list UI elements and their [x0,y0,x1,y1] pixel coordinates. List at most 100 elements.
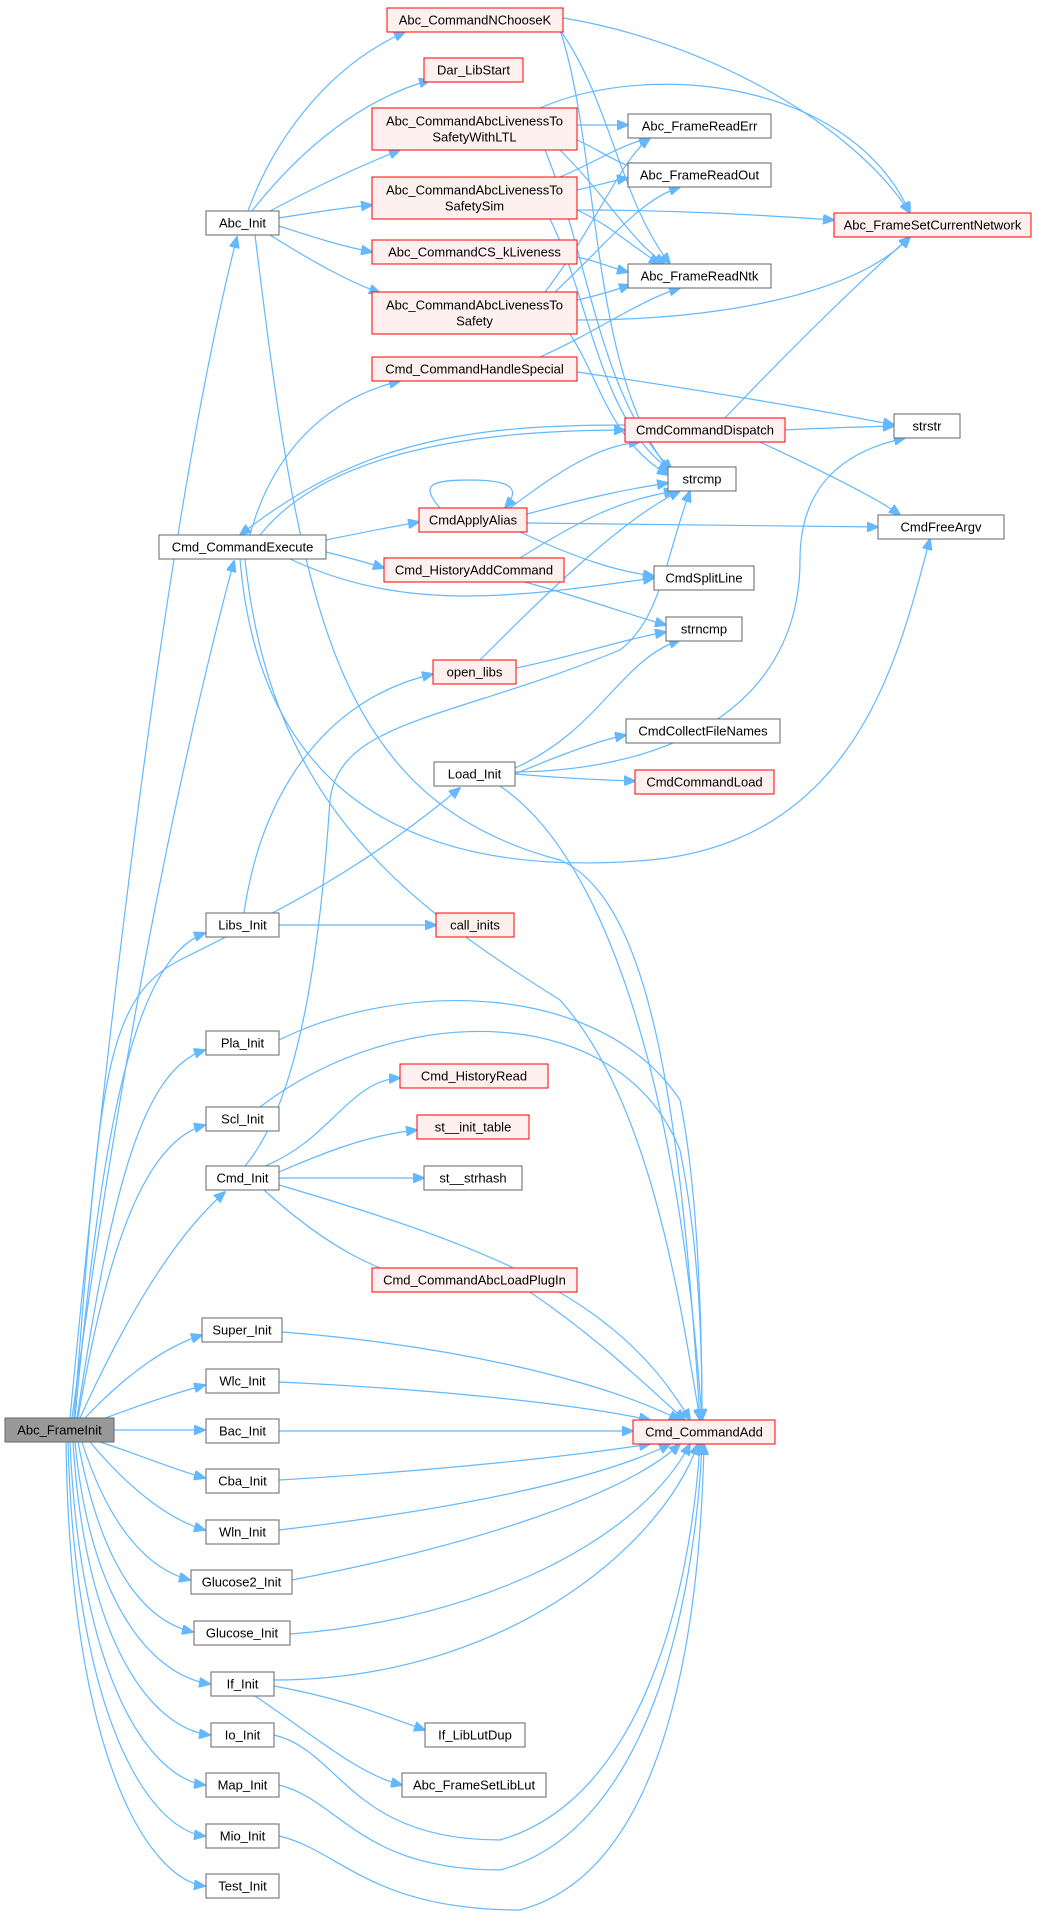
node-abc-init[interactable]: Abc_Init [205,210,280,236]
node-cmd-commandhandlespecial[interactable]: Cmd_CommandHandleSpecial [371,356,578,382]
node-if-init[interactable]: If_Init [210,1671,275,1697]
node-box [205,1519,280,1545]
node-box [632,1419,776,1445]
node-scl-init[interactable]: Scl_Init [205,1106,280,1132]
node-cmd-commandadd[interactable]: Cmd_CommandAdd [632,1419,776,1445]
node-box [833,212,1032,238]
node-pla-init[interactable]: Pla_Init [205,1030,280,1056]
edge-Abc_FrameInit-to-Pla_Init [76,1050,205,1419]
node-box [893,413,961,439]
node-cmdsplitline[interactable]: CmdSplitLine [653,565,755,591]
node-wln-init[interactable]: Wln_Init [205,1519,280,1545]
node-io-init[interactable]: Io_Init [210,1722,275,1748]
node-cmdcommanddispatch[interactable]: CmdCommandDispatch [624,417,786,443]
node-label: Libs_Init [218,918,267,933]
node-strstr[interactable]: strstr [893,413,961,439]
node-cmdfreeargv[interactable]: CmdFreeArgv [877,514,1005,540]
node-abc-framesetliblut[interactable]: Abc_FrameSetLibLut [401,1772,547,1798]
node-label: SafetyWithLTL [432,130,516,145]
node-abc-commandnchoosek[interactable]: Abc_CommandNChooseK [386,7,564,33]
edge-CmdCommandDispatch-to-Cmd_CommandExecute [240,424,626,535]
node-box [418,507,528,533]
node-abc-framereadntk[interactable]: Abc_FrameReadNtk [627,263,772,289]
node-box [210,1722,275,1748]
node-cmd-historyaddcommand[interactable]: Cmd_HistoryAddCommand [383,557,565,583]
edge-open_libs-to-strcmp [479,491,680,661]
node-abc-framesetcurrentnetwork[interactable]: Abc_FrameSetCurrentNetwork [833,212,1032,238]
edge-Glucose2_Init-to-Cmd_CommandAdd [291,1444,680,1581]
node-abc-frameinit[interactable]: Abc_FrameInit [4,1417,115,1443]
node-label: CmdFreeArgv [901,520,982,535]
edge-Cmd_CommandHandleSpecial-to-strstr [576,371,894,425]
edge-Cba_Init-to-Cmd_CommandAdd [278,1444,650,1481]
node-test-init[interactable]: Test_Init [205,1873,280,1899]
node-box [399,1063,549,1089]
node-cmd-commandexecute[interactable]: Cmd_CommandExecute [158,534,327,560]
node-label: Abc_FrameInit [17,1423,102,1438]
node-label: call_inits [450,918,500,933]
node-label: Cmd_Init [216,1171,268,1186]
edge-Abc_Init-to-Abc_CommandAbcLivenessToSafety [269,234,380,293]
node-cmdcommandload[interactable]: CmdCommandLoad [634,769,775,795]
node-cmdapplyalias[interactable]: CmdApplyAlias [418,507,528,533]
node-box [205,1772,280,1798]
edge-Abc_CommandAbcLivenessToSafetySim-to-Abc_FrameReadNtk [576,209,660,264]
edge-Abc_CommandAbcLivenessToSafety-to-strcmp [569,333,668,475]
node-abc-framereadout[interactable]: Abc_FrameReadOut [627,162,772,188]
node-box [665,616,743,642]
edge-Map_Init-to-Cmd_CommandAdd [278,1444,702,1871]
node-libs-init[interactable]: Libs_Init [205,912,280,938]
node-box [371,176,578,220]
node-strcmp[interactable]: strcmp [667,466,737,492]
node-st--strhash[interactable]: st__strhash [423,1165,523,1191]
node-cmdcollectfilenames[interactable]: CmdCollectFileNames [625,718,781,744]
node-cmd-historyread[interactable]: Cmd_HistoryRead [399,1063,549,1089]
node-load-init[interactable]: Load_Init [433,761,516,787]
node-glucose2-init[interactable]: Glucose2_Init [190,1569,293,1595]
edge-Abc_FrameInit-to-Cmd_Init [79,1192,225,1419]
node-call-inits[interactable]: call_inits [435,912,515,938]
node-super-init[interactable]: Super_Init [201,1317,283,1343]
edge-Cmd_CommandExecute-to-Cmd_HistoryAddCommand [325,551,384,568]
node-bac-init[interactable]: Bac_Init [205,1418,280,1444]
edge-Mio_Init-to-Cmd_CommandAdd [278,1444,704,1911]
node-map-init[interactable]: Map_Init [205,1772,280,1798]
node-box [201,1317,283,1343]
node-label: Safety [456,314,493,329]
node-mio-init[interactable]: Mio_Init [205,1823,280,1849]
node-label: Glucose_Init [206,1626,279,1641]
node-if-liblutdup[interactable]: If_LibLutDup [424,1722,526,1748]
node-cmd-commandabcloadplugin[interactable]: Cmd_CommandAbcLoadPlugIn [371,1267,578,1293]
edge-Pla_Init-to-Cmd_CommandAdd [278,999,702,1420]
node-glucose-init[interactable]: Glucose_Init [193,1620,291,1646]
edge-Abc_FrameInit-to-Glucose2_Init [81,1441,190,1580]
node-dar-libstart[interactable]: Dar_LibStart [423,57,524,83]
node-abc-framereaderr[interactable]: Abc_FrameReadErr [627,113,772,139]
node-box [627,113,772,139]
node-label: Load_Init [448,767,502,782]
node-abc-commandcs-kliveness[interactable]: Abc_CommandCS_kLiveness [371,239,578,265]
node-box [624,417,786,443]
node-box [625,718,781,744]
node-label: Wln_Init [219,1525,266,1540]
edge-Cmd_CommandExecute-to-Cmd_CommandHandleSpecial [249,381,400,536]
node-label: Pla_Init [221,1036,265,1051]
node-st--init-table[interactable]: st__init_table [416,1114,530,1140]
node-label: Abc_CommandCS_kLiveness [388,245,561,260]
node-open-libs[interactable]: open_libs [432,659,517,685]
edge-Abc_Init-to-Abc_CommandAbcLivenessToSafetyWithLTL [269,150,400,212]
edge-Abc_CommandNChooseK-to-Abc_FrameReadNtk [559,29,670,264]
node-box [435,912,515,938]
edge-Abc_FrameInit-to-Mio_Init [67,1441,205,1836]
node-cmd-init[interactable]: Cmd_Init [205,1165,280,1191]
node-cba-init[interactable]: Cba_Init [205,1468,280,1494]
node-label: open_libs [447,665,503,680]
edge-Abc_Init-to-Abc_CommandCS_kLiveness [278,225,372,252]
node-strncmp[interactable]: strncmp [665,616,743,642]
node-box [433,761,516,787]
node-wlc-init[interactable]: Wlc_Init [205,1368,280,1394]
